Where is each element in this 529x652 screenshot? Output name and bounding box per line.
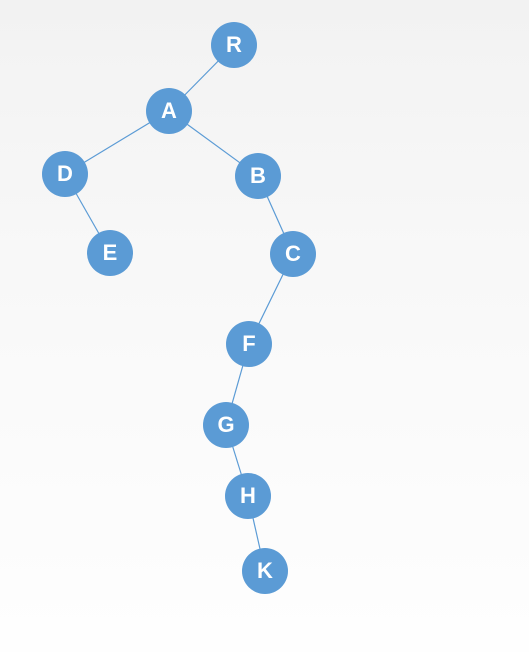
node-d: D (42, 151, 88, 197)
node-b: B (235, 153, 281, 199)
node-a: A (146, 88, 192, 134)
node-r: R (211, 22, 257, 68)
node-h: H (225, 473, 271, 519)
node-f: F (226, 321, 272, 367)
node-c: C (270, 231, 316, 277)
node-e: E (87, 230, 133, 276)
node-g: G (203, 402, 249, 448)
node-k: K (242, 548, 288, 594)
